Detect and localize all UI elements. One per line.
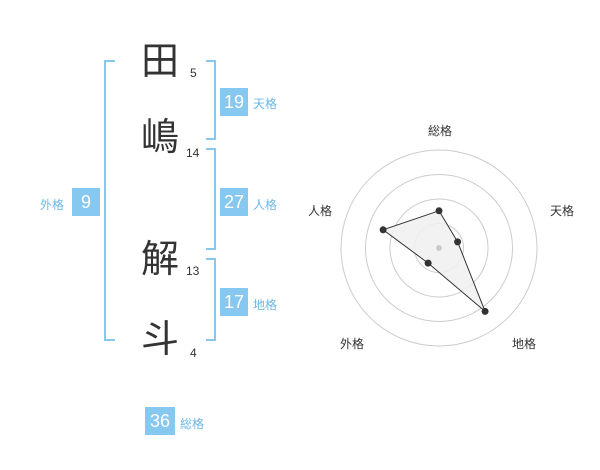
soukaku-label: 総格 [180, 417, 205, 431]
name-char-3: 解 [140, 237, 179, 281]
jinkaku-bracket [206, 148, 216, 250]
chikaku-label: 地格 [253, 298, 278, 312]
radar-grid-ring [340, 149, 538, 347]
tenkaku-bracket [206, 60, 216, 140]
chikaku-value: 17 [220, 288, 248, 316]
radar-point-gaikaku [424, 259, 432, 267]
brackets [104, 60, 216, 341]
name-char-1: 田 [140, 39, 179, 83]
radar-label-jinkaku: 人格 [308, 204, 333, 218]
radar-polygon [382, 210, 486, 312]
gaikaku-bracket [104, 60, 115, 341]
chikaku-bracket [206, 258, 216, 341]
stroke-count-4: 4 [190, 346, 197, 360]
radar-label-tenkaku: 天格 [550, 204, 575, 218]
radar-label-soukaku: 総格 [428, 124, 453, 138]
radar-grid-ring [389, 198, 489, 298]
gaikaku-label: 外格 [40, 198, 65, 212]
name-char-4: 斗 [140, 317, 179, 361]
radar-point-chikaku [481, 307, 489, 315]
gaikaku-value: 9 [72, 188, 100, 216]
stroke-count-1: 5 [190, 66, 197, 80]
radar-point-soukaku [435, 207, 443, 215]
tenkaku-label: 天格 [253, 97, 278, 111]
radar-point-jinkaku [379, 226, 387, 234]
radar-label-chikaku: 地格 [512, 337, 537, 351]
jinkaku-label: 人格 [253, 198, 278, 212]
radar-center-dot [436, 245, 442, 251]
name-char-2: 嶋 [140, 115, 179, 159]
soukaku-value: 36 [145, 407, 175, 435]
tenkaku-value: 19 [220, 88, 248, 116]
stroke-count-2: 14 [186, 146, 200, 160]
radar-chart [340, 149, 538, 347]
radar-point-tenkaku [454, 238, 462, 246]
radar-label-gaikaku: 外格 [340, 337, 365, 351]
radar-grid-ring [365, 174, 513, 322]
jinkaku-value: 27 [220, 188, 248, 216]
stroke-count-3: 13 [186, 264, 200, 278]
